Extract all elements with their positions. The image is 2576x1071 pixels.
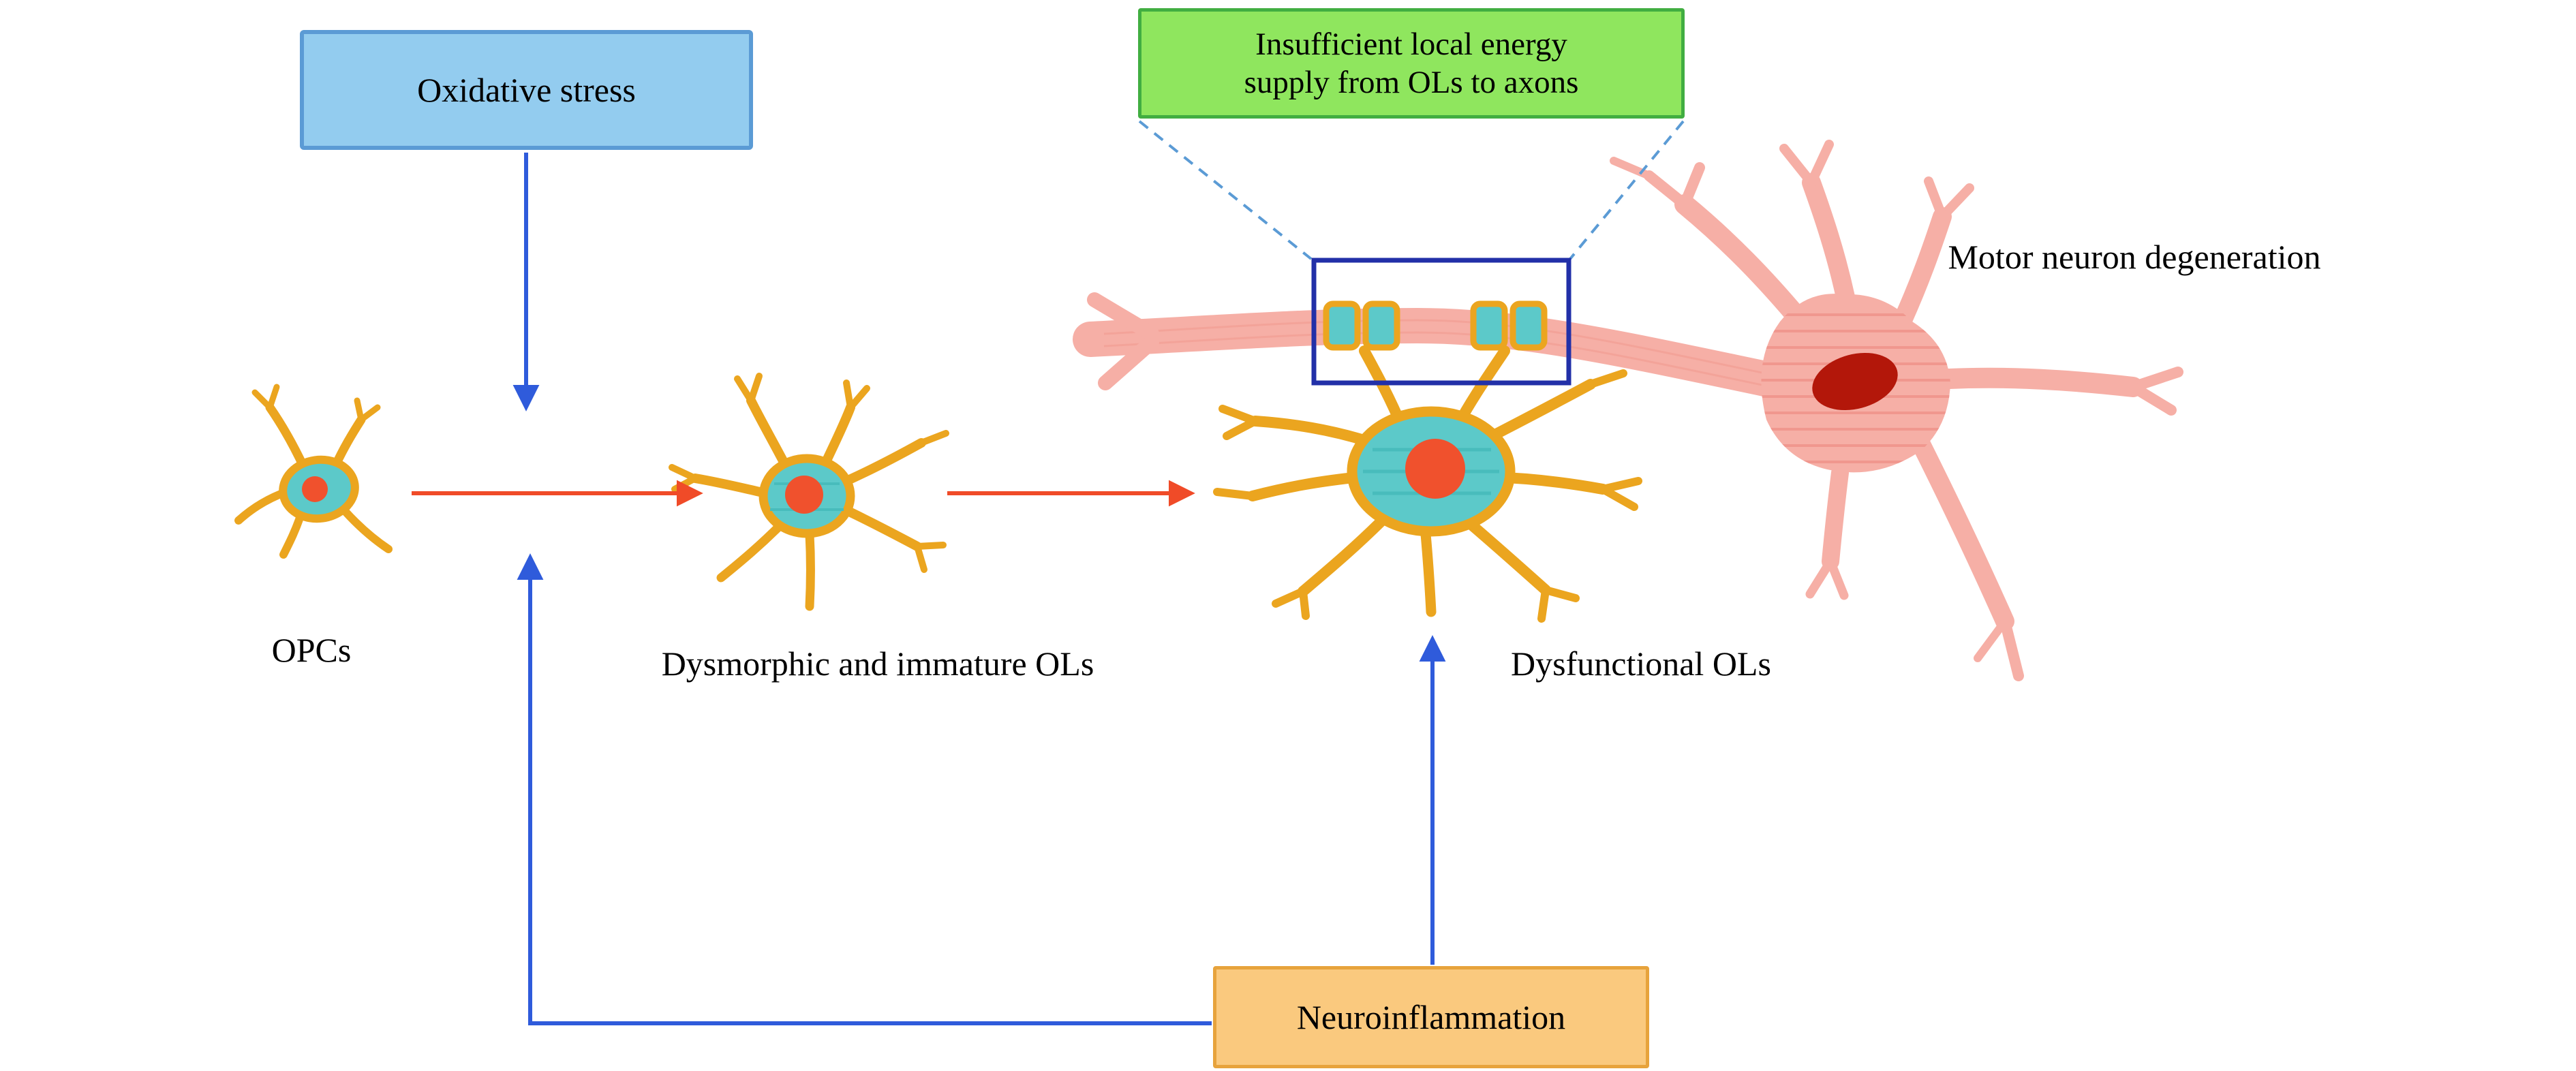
energy-supply-box: Insufficient local energy supply from OL… xyxy=(1138,8,1685,119)
neuroinflammation-box: Neuroinflammation xyxy=(1213,966,1649,1068)
motor-neuron-icon xyxy=(1073,140,2183,681)
axon-terminal xyxy=(1087,292,1159,341)
motor-neuron-degeneration-label: Motor neuron degeneration xyxy=(1948,238,2321,276)
dysmorphic-ols-label: Dysmorphic and immature OLs xyxy=(661,645,1094,683)
myelin-contact-icon xyxy=(1323,300,1548,351)
zoom-region-rectangle xyxy=(1311,258,1571,386)
oxidative-stress-label: Oxidative stress xyxy=(417,71,636,109)
opcs-label: OPCs xyxy=(271,631,352,669)
dysmorphic-ol-cell-icon xyxy=(669,373,949,611)
oxidative-stress-box: Oxidative stress xyxy=(300,30,753,150)
axon xyxy=(1073,307,1783,397)
opc-cell-icon xyxy=(234,384,393,559)
cell-nucleus xyxy=(1405,439,1465,499)
cell-nucleus xyxy=(785,476,823,514)
axon-terminal xyxy=(1098,335,1159,390)
dysfunctional-ol-cell-icon xyxy=(1213,300,1642,623)
neuroinflammation-label: Neuroinflammation xyxy=(1296,998,1566,1036)
blue-arrow-neuroinflammation-to-opcs xyxy=(517,553,1212,1025)
dendrites xyxy=(1610,140,2183,681)
dysfunctional-ols-label: Dysfunctional OLs xyxy=(1511,645,1771,683)
neuron-nucleus xyxy=(1812,352,1898,411)
cell-nucleus xyxy=(302,476,328,502)
energy-supply-line1: Insufficient local energy xyxy=(1255,26,1567,62)
callout-dashed-line-right xyxy=(1569,120,1685,260)
callout-dashed-line-left xyxy=(1138,120,1313,260)
energy-supply-line2: supply from OLs to axons xyxy=(1244,65,1579,100)
